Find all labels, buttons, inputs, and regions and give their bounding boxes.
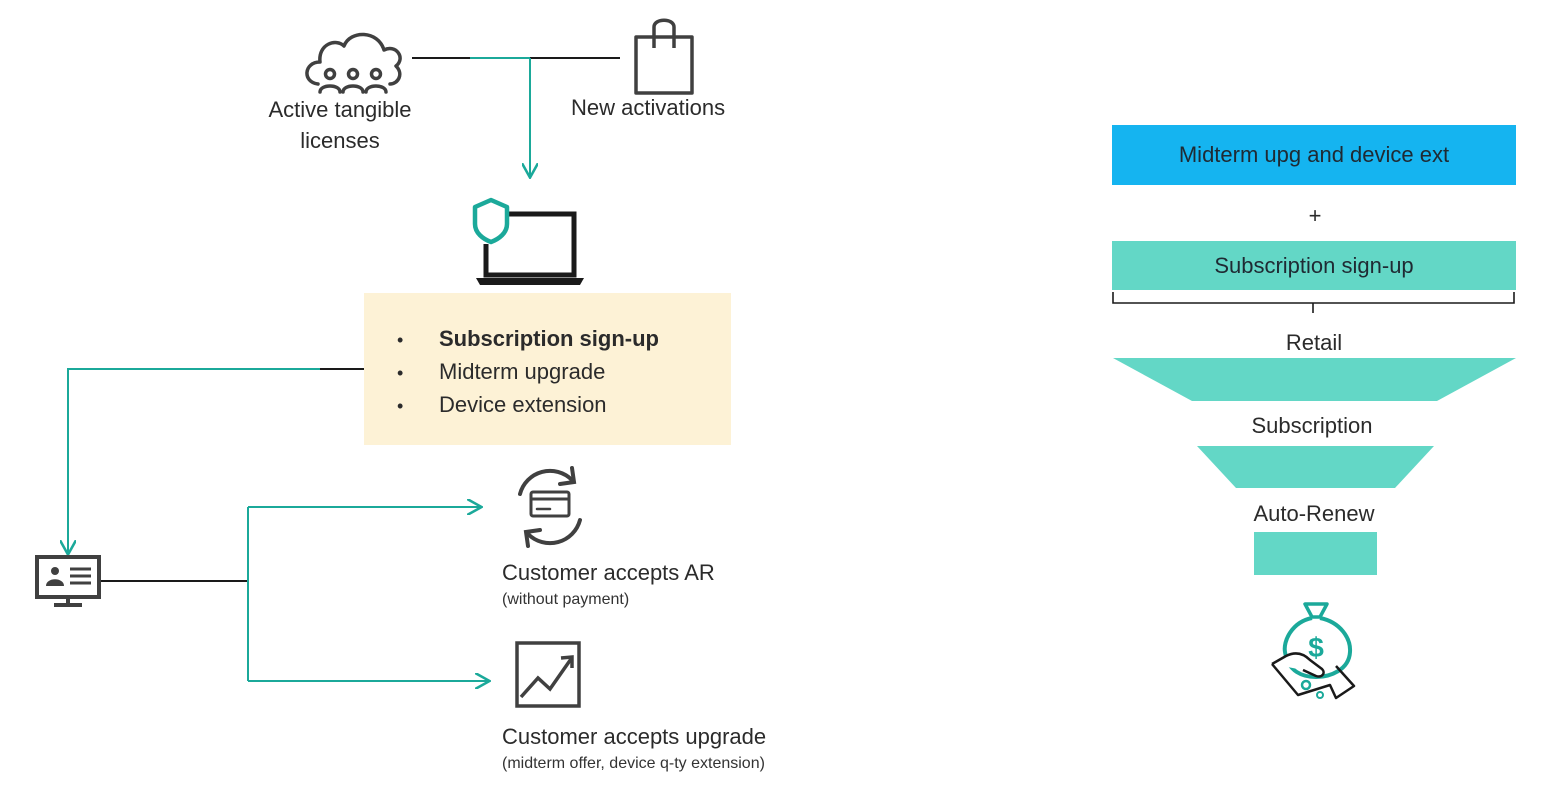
funnel-label-retail: Retail xyxy=(1285,330,1343,355)
card-refresh-icon xyxy=(518,466,582,548)
cloud-users-icon xyxy=(305,32,402,94)
funnel-label-auto-renew: Auto-Renew xyxy=(1253,501,1375,526)
option-label: Subscription sign-up xyxy=(439,326,659,351)
midterm-box: Midterm upg and device ext xyxy=(1112,125,1516,185)
plus-sign: + xyxy=(1308,203,1322,228)
funnel-stage-auto-renew xyxy=(1254,532,1377,575)
outcome-ar-title: Customer accepts AR xyxy=(502,560,715,585)
licenses-label: Active tangible licenses xyxy=(230,94,450,156)
source-connectors xyxy=(412,57,620,176)
option-subscription-signup: • Subscription sign-up xyxy=(397,323,659,356)
outcome-ar-note: (without payment) xyxy=(502,591,630,608)
outcome-connectors xyxy=(101,507,488,681)
conversion-funnel xyxy=(1113,358,1516,575)
monitor-profile-icon xyxy=(35,555,101,607)
option-label: Device extension xyxy=(439,392,607,417)
laptop-shield-icon xyxy=(472,197,584,285)
money-bag-hand-icon: $ xyxy=(1271,602,1356,700)
funnel-label-subscription: Subscription xyxy=(1251,413,1373,438)
signup-bracket xyxy=(1112,292,1515,313)
options-to-profile-connector xyxy=(68,368,364,553)
licenses-label-line1: Active tangible xyxy=(268,97,412,122)
option-label: Midterm upgrade xyxy=(439,359,606,384)
option-device-extension: • Device extension xyxy=(397,389,659,422)
svg-text:$: $ xyxy=(1308,632,1324,663)
outcome-upgrade-note: (midterm offer, device q-ty extension) xyxy=(502,755,765,772)
bullet: • xyxy=(397,330,404,350)
option-midterm-upgrade: • Midterm upgrade xyxy=(397,356,659,389)
bullet: • xyxy=(397,363,404,383)
funnel-stage-retail xyxy=(1113,358,1516,401)
licenses-label-line2: licenses xyxy=(300,128,380,153)
options-list: • Subscription sign-up • Midterm upgrade •… xyxy=(397,323,659,422)
bullet: • xyxy=(397,396,404,416)
activations-label: New activations xyxy=(571,95,726,120)
options-box: • Subscription sign-up • Midterm upgrade •… xyxy=(364,293,731,445)
outcome-upgrade-title: Customer accepts upgrade xyxy=(502,724,767,749)
shopping-bag-icon xyxy=(634,18,694,95)
trend-chart-icon xyxy=(515,641,581,708)
signup-box: Subscription sign-up xyxy=(1112,241,1516,290)
funnel-stage-subscription xyxy=(1197,446,1434,488)
